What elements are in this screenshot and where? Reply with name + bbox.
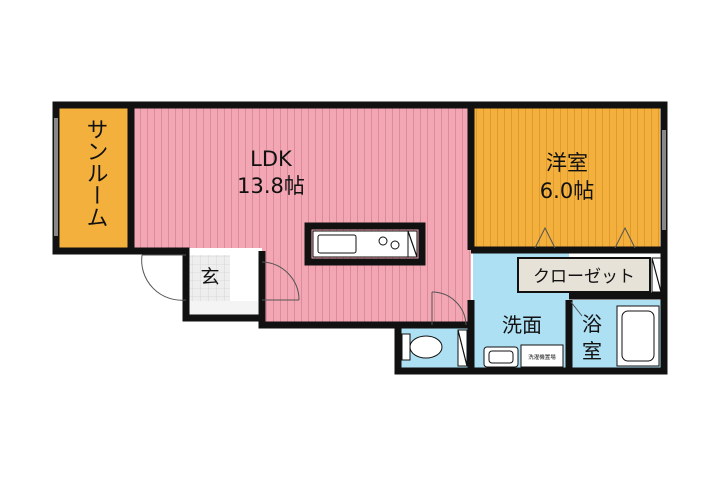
toilet-shelf-mark (457, 329, 468, 367)
closet-box (517, 257, 651, 293)
entrance-label: 玄 (200, 266, 219, 288)
sunroom-label: サンルーム (83, 118, 108, 228)
washer-label: 洗濯機置場 (528, 353, 556, 361)
fridge-mark (407, 230, 418, 258)
bath-door (570, 301, 583, 317)
ldk-size-label: 13.8帖 (237, 174, 305, 198)
bathtub-inner (621, 310, 655, 362)
wash-basin-icon (483, 346, 519, 368)
western-room-label: 洋室 (546, 151, 588, 175)
wash-basin-bowl (488, 350, 514, 364)
western-door-right (614, 226, 636, 249)
stove-burner-icon (378, 236, 388, 246)
kitchen-sink-icon (317, 234, 357, 254)
western-room-size-label: 6.0帖 (540, 179, 594, 203)
stove-burner-icon (390, 240, 400, 250)
ldk-label: LDK (250, 147, 293, 171)
western-door-left (534, 226, 556, 249)
closet-label: クローゼット (533, 267, 635, 287)
entrance-step (188, 301, 258, 315)
closet-side-mark (651, 257, 662, 293)
kitchen-wall (304, 222, 426, 266)
washroom-label: 洗面 (502, 313, 542, 337)
western-room-floor (473, 108, 660, 248)
bathtub-outer (616, 305, 660, 367)
bath-label-top: 浴 (582, 312, 602, 336)
sunroom-floor (58, 108, 130, 248)
washer-space (520, 344, 564, 368)
toilet-tank (401, 333, 411, 361)
wash-door-swing (431, 291, 467, 326)
entrance-floor (188, 255, 230, 301)
entrance-door-swing (141, 254, 187, 301)
toilet-bowl-icon (409, 335, 443, 359)
ldk-door-swing (261, 261, 300, 301)
bath-label-bottom: 室 (582, 339, 602, 363)
